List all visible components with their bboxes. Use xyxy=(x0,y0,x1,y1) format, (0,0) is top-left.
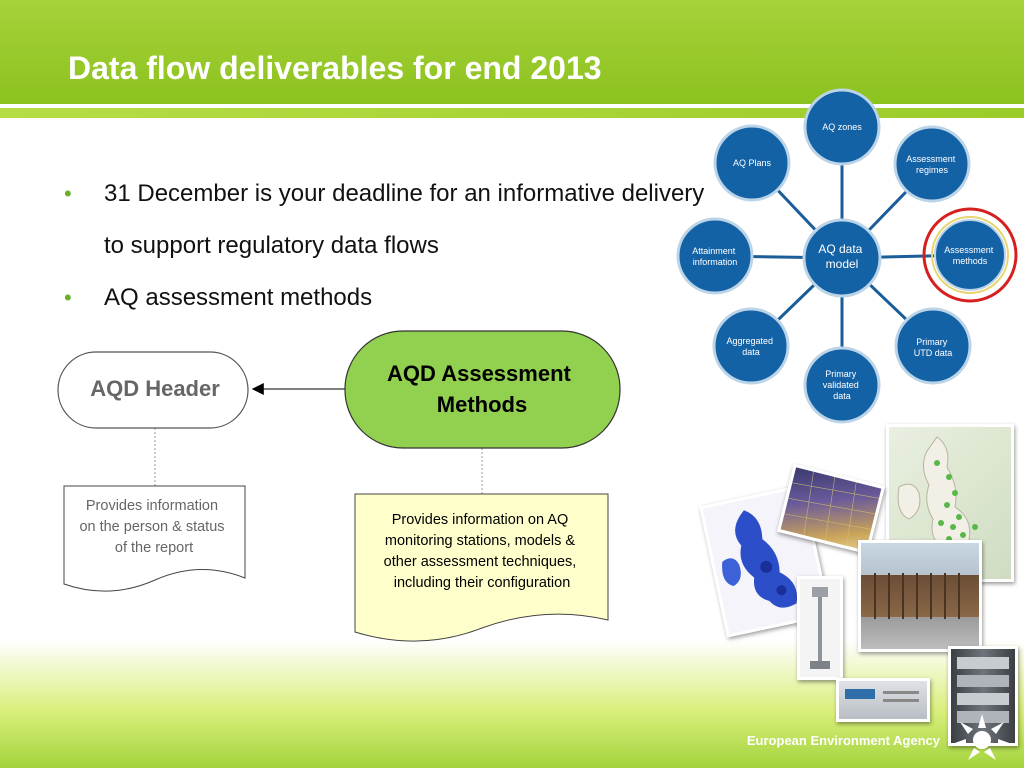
header-divider xyxy=(0,104,1024,108)
highlight-inner-ring xyxy=(931,216,1009,294)
flow-diagram: AQD Header Provides information on the p… xyxy=(57,330,621,642)
sampler-image xyxy=(797,576,843,680)
bullet-item: 31 December is your deadline for an info… xyxy=(64,168,724,272)
concentration-map-image xyxy=(699,484,831,638)
aqd-methods-box xyxy=(344,330,621,449)
slide-title: Data flow deliverables for end 2013 xyxy=(68,50,602,86)
methods-document-text: Provides information on AQ monitoring st… xyxy=(384,512,581,591)
node-primary-utd xyxy=(894,307,972,385)
node-assessment-regimes xyxy=(893,125,971,203)
node-aggregated-label: Aggregated data xyxy=(726,336,775,357)
node-aq-plans-label: AQ Plans xyxy=(733,158,772,168)
node-assessment-methods xyxy=(934,219,1006,291)
aqd-header-box xyxy=(57,351,249,429)
bullet-item: AQ assessment methods xyxy=(64,272,724,324)
bullet-list: 31 December is your deadline for an info… xyxy=(64,168,724,324)
eea-logo-icon xyxy=(952,714,1012,760)
node-attainment xyxy=(676,217,754,295)
node-primary-validated xyxy=(803,346,881,424)
analyser-image xyxy=(836,678,930,722)
header-document-text: Provides information on the person & sta… xyxy=(79,498,228,556)
concentration-map-graphic xyxy=(722,510,798,608)
footer-agency-name: European Environment Agency xyxy=(746,733,940,748)
aqd-header-label: AQD Header xyxy=(90,376,220,401)
monitoring-station-image xyxy=(858,540,982,652)
monitoring-station-graphic xyxy=(874,573,960,619)
aq-data-model-diagram: AQ data model AQ zones Assessment regime… xyxy=(676,88,1018,424)
analyser-graphic xyxy=(845,689,919,702)
aqd-methods-label: AQD Assessment Methods xyxy=(387,361,577,417)
node-primary-validated-label: Primary validated data xyxy=(823,369,862,401)
highlight-ring xyxy=(922,207,1018,303)
sampler-graphic xyxy=(810,587,830,669)
node-aq-plans xyxy=(713,124,791,202)
node-assessment-regimes-label: Assessment regimes xyxy=(906,154,958,175)
instrument-rack-graphic xyxy=(957,657,1009,723)
node-aq-zones-label: AQ zones xyxy=(822,122,862,132)
methods-document xyxy=(354,493,609,642)
header-document xyxy=(63,485,246,592)
model-grid-graphic xyxy=(784,471,880,546)
node-assessment-methods-label: Assessment methods xyxy=(944,245,996,266)
model-center-label: AQ data model xyxy=(818,242,865,271)
model-center-node xyxy=(802,218,882,298)
instrument-rack-image xyxy=(948,646,1018,746)
node-aggregated xyxy=(712,307,790,385)
node-attainment-label: Attainment information xyxy=(692,246,738,267)
node-aq-zones xyxy=(803,88,881,166)
model-grid-image xyxy=(776,463,886,555)
header-band xyxy=(0,0,1024,118)
node-primary-utd-label: Primary UTD data xyxy=(914,337,953,358)
